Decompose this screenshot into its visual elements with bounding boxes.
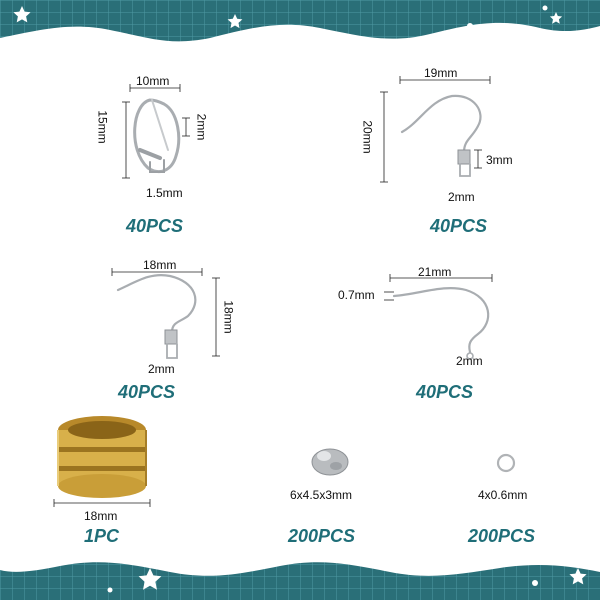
ear-nut-icon [311, 448, 349, 476]
dot-icon [107, 587, 113, 593]
fish-hook-earring-icon [400, 94, 482, 177]
dimension-label: 6x4.5x3mm [290, 488, 353, 502]
dimension-label: 10mm [136, 74, 170, 88]
fish-hook-earring-icon [116, 274, 197, 359]
jump-ring-tool-icon [57, 416, 147, 498]
quantity-label: 40PCS [416, 382, 474, 402]
quantity-label: 200PCS [288, 526, 356, 546]
quantity-label: 200PCS [468, 526, 536, 546]
dimension-label: 19mm [424, 66, 458, 80]
dimension-label: 2mm [456, 354, 483, 368]
dimension-label: 18mm [143, 258, 177, 272]
dot-icon [542, 5, 548, 11]
dimension-label: 2mm [148, 362, 175, 376]
dimension-label: 20mm [360, 120, 375, 154]
dimension-label: 15mm [95, 110, 110, 144]
dot-icon [99, 37, 105, 43]
quantity-label: 40PCS [126, 216, 184, 236]
dot-icon [467, 23, 473, 29]
dimension-label: 1.5mm [146, 186, 183, 200]
dimension-label: 4x0.6mm [478, 488, 528, 502]
star-icon [549, 12, 563, 24]
plain-hook-earring-icon [392, 287, 490, 360]
quantity-label: 40PCS [118, 382, 176, 402]
dimension-label: 2mm [448, 190, 475, 204]
dot-icon [532, 580, 538, 586]
star-icon [138, 568, 162, 590]
dimension-label: 18mm [221, 300, 236, 334]
quantity-label: 1PC [84, 526, 120, 546]
dimension-label: 21mm [418, 265, 452, 279]
star-icon [13, 6, 31, 23]
dimension-label: 2mm [194, 113, 209, 141]
dimension-label: 18mm [84, 509, 118, 523]
leverback-earring-icon [133, 98, 181, 173]
jump-ring-icon [496, 453, 516, 473]
star-icon [227, 14, 243, 29]
star-icon [569, 568, 587, 585]
dimension-label: 0.7mm [338, 288, 375, 302]
quantity-label: 40PCS [430, 216, 488, 236]
dimension-label: 3mm [486, 153, 513, 167]
